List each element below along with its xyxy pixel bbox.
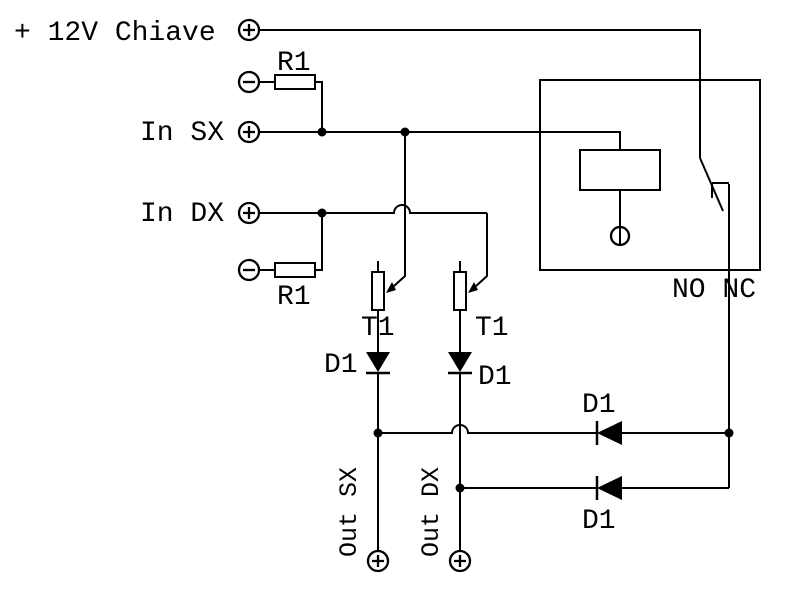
- label-relay-contacts: NO NC: [672, 275, 756, 306]
- t1-left-body: [371, 271, 385, 311]
- label-supply: + 12V Chiave: [14, 18, 216, 49]
- diode-d1-out-dx-triangle: [448, 352, 472, 372]
- wire-r1-bottom-leads: [259, 213, 323, 271]
- component-t1-left: [371, 271, 396, 311]
- wire-in-sx: [259, 131, 621, 150]
- wire-bus-upper-with-hop: [378, 424, 597, 434]
- label-r1-top: R1: [277, 48, 311, 79]
- resistor-r1-top: [274, 74, 316, 90]
- junction-dots: [317, 127, 734, 493]
- terminal-positive-12v: [237, 18, 261, 42]
- relay-coil-terminal: [609, 225, 631, 247]
- junction-dot: [373, 428, 383, 438]
- relay-contact-mark: [711, 182, 729, 198]
- terminal-negative-top: [237, 70, 261, 94]
- plus-sign-icon: [243, 24, 255, 36]
- diode-d1-relay-upper-triangle: [597, 421, 622, 445]
- diode-d1-relay-upper: [595, 421, 622, 445]
- t1-right-body: [453, 271, 467, 311]
- terminal-circle: [237, 70, 261, 94]
- label-d1-out-sx: D1: [324, 350, 358, 381]
- label-t1-left: T1: [361, 313, 395, 344]
- terminal-positive-out-dx: [448, 549, 472, 573]
- junction-dot: [455, 483, 465, 493]
- diode-d1-out-sx-triangle: [366, 352, 390, 372]
- diode-d1-out-sx: [366, 352, 390, 375]
- terminal-positive-out-sx: [366, 549, 390, 573]
- label-in-dx: In DX: [140, 199, 224, 230]
- label-in-sx: In SX: [140, 118, 224, 149]
- junction-dot: [400, 127, 410, 137]
- resistor-r1-bottom: [274, 262, 316, 278]
- plus-sign-icon: [372, 555, 384, 567]
- wire-t1-right-drive: [475, 213, 488, 287]
- component-t1-right: [453, 271, 478, 311]
- wire-r1-top-leads: [259, 81, 323, 132]
- relay: [539, 79, 761, 271]
- junction-dot: [317, 208, 327, 218]
- label-r1-bottom: R1: [277, 282, 311, 313]
- plus-sign-icon: [454, 555, 466, 567]
- label-d1-relay-lower: D1: [582, 506, 616, 537]
- label-out-sx: Out SX: [335, 467, 364, 557]
- terminal-circle: [366, 549, 390, 573]
- terminal-positive-in-sx: [237, 120, 261, 144]
- junction-dot: [724, 428, 734, 438]
- junction-dot: [317, 127, 327, 137]
- terminal-positive-in-dx: [237, 201, 261, 225]
- relay-coil: [579, 149, 661, 191]
- plus-sign-icon: [243, 207, 255, 219]
- terminal-circle: [237, 258, 261, 282]
- label-t1-right: T1: [475, 313, 509, 344]
- terminal-circle: [237, 201, 261, 225]
- diode-d1-relay-lower-triangle: [597, 476, 622, 500]
- diode-d1-relay-lower: [595, 476, 622, 500]
- label-d1-out-dx: D1: [478, 362, 512, 393]
- t1-left-arrowhead: [386, 282, 396, 293]
- wire-in-dx-with-hop: [259, 204, 487, 214]
- diode-d1-out-dx: [448, 352, 472, 375]
- relay-box: [539, 79, 761, 271]
- t1-right-arrowhead: [468, 282, 478, 293]
- wires: [259, 29, 730, 551]
- terminal-circle: [448, 549, 472, 573]
- wire-supply-to-relay: [259, 29, 701, 158]
- terminal-circle: [237, 18, 261, 42]
- label-out-dx: Out DX: [417, 467, 446, 557]
- terminal-circle: [237, 120, 261, 144]
- wire-t1-left-drive: [393, 132, 406, 287]
- label-d1-relay-upper: D1: [582, 390, 616, 421]
- terminal-negative-bottom: [237, 258, 261, 282]
- plus-sign-icon: [243, 126, 255, 138]
